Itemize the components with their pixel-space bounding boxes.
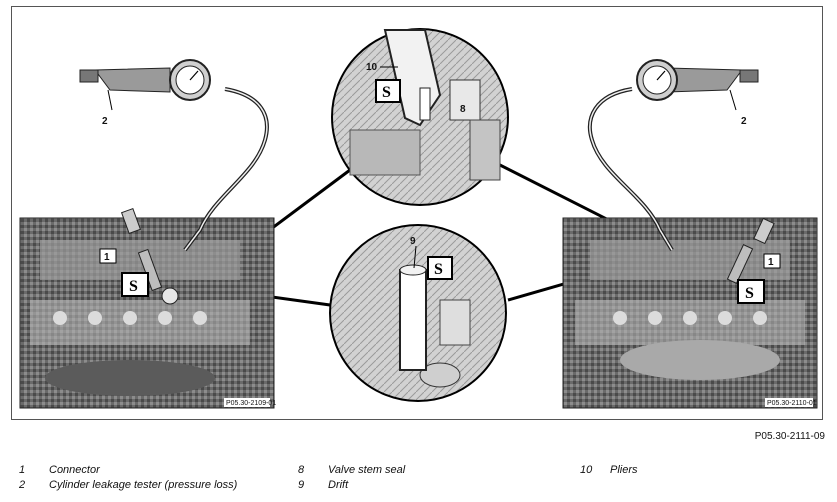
special-tool-symbols: S S S S bbox=[121, 79, 765, 304]
pressure-gauge-icon bbox=[636, 59, 678, 101]
svg-text:S: S bbox=[382, 84, 391, 101]
legend-number: 1 bbox=[19, 464, 26, 476]
callouts: 10 8 9 2 2 1 1 bbox=[99, 62, 781, 269]
legend-label: Valve stem seal bbox=[328, 464, 406, 476]
left-photo-id: P05.30-2109-01 bbox=[226, 400, 276, 407]
legend-label: Cylinder leakage tester (pressure loss) bbox=[49, 479, 238, 491]
legend-item: 10 Pliers bbox=[580, 463, 638, 478]
zoom-circle-drift bbox=[329, 224, 507, 402]
right-engine-photo: P05.30-2110-01 bbox=[562, 217, 818, 409]
legend-number: 10 bbox=[580, 464, 593, 476]
legend-column-3: 10 Pliers bbox=[580, 463, 638, 478]
callout-pliers: 10 bbox=[366, 62, 378, 73]
right-connector bbox=[726, 217, 775, 284]
callout-connector-right: 1 bbox=[768, 257, 774, 268]
special-tool-icon: S bbox=[427, 256, 453, 280]
zoom-circle-pliers bbox=[331, 28, 509, 206]
callout-connector-left: 1 bbox=[104, 252, 110, 263]
special-tool-icon: S bbox=[737, 279, 765, 304]
svg-text:S: S bbox=[745, 285, 754, 302]
left-connector bbox=[120, 207, 179, 305]
legend-column-1: 1 Connector 2 Cylinder leakage tester (pre… bbox=[19, 463, 237, 493]
left-engine-photo: P05.30-2109-01 bbox=[19, 217, 276, 409]
callout-drift: 9 bbox=[410, 236, 416, 247]
svg-text:S: S bbox=[434, 261, 443, 278]
right-leakage-tester bbox=[587, 59, 759, 252]
right-photo-id: P05.30-2110-01 bbox=[767, 400, 817, 407]
legend-number: 9 bbox=[298, 479, 305, 491]
legend-label: Connector bbox=[49, 464, 100, 476]
legend-label: Drift bbox=[328, 479, 349, 491]
legend-number: 2 bbox=[19, 479, 26, 491]
legend-number: 8 bbox=[298, 464, 305, 476]
callout-seal: 8 bbox=[460, 104, 466, 115]
special-tool-icon: S bbox=[121, 272, 149, 297]
svg-text:S: S bbox=[129, 278, 138, 295]
callout-tester-right: 2 bbox=[741, 116, 747, 127]
legend-column-2: 8 Valve stem seal 9 Drift bbox=[298, 463, 405, 493]
left-leakage-tester bbox=[79, 59, 269, 252]
legend-item: 2 Cylinder leakage tester (pressure loss) bbox=[19, 478, 237, 493]
callout-tester-left: 2 bbox=[102, 116, 108, 127]
legend-item: 8 Valve stem seal bbox=[298, 463, 405, 478]
special-tool-icon: S bbox=[375, 79, 401, 103]
legend-item: 9 Drift bbox=[298, 478, 405, 493]
legend-item: 1 Connector bbox=[19, 463, 237, 478]
figure-frame bbox=[11, 6, 823, 420]
figure-id: P05.30-2111-09 bbox=[754, 431, 825, 442]
legend-label: Pliers bbox=[610, 464, 638, 476]
pressure-gauge-icon bbox=[169, 59, 211, 101]
